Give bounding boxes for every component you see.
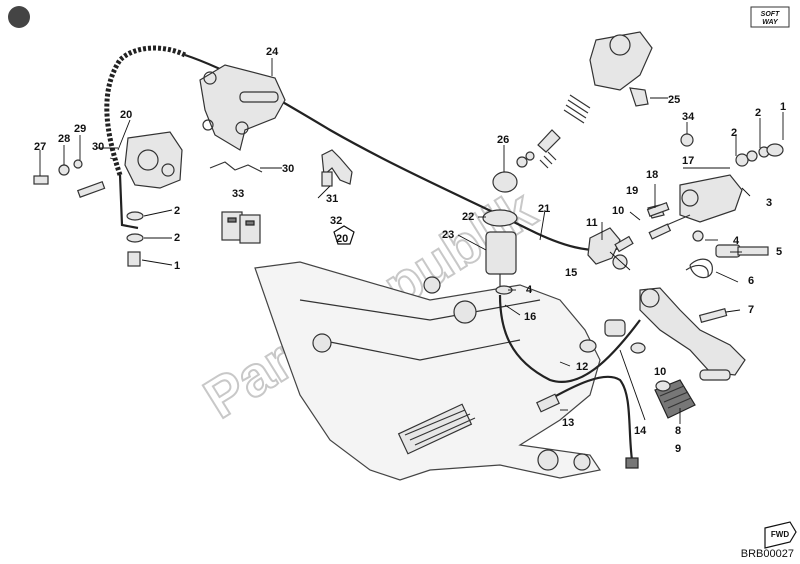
callout-28: 28: [58, 133, 70, 145]
brake-light-switch-wire: [544, 375, 634, 461]
callout-25: 25: [668, 94, 680, 106]
leader-lines: [39, 58, 784, 424]
callout-16: 16: [524, 311, 536, 323]
svg-text:SOFT: SOFT: [761, 11, 780, 18]
callout-34: 34: [682, 111, 695, 123]
switch-connector: [625, 457, 639, 469]
callout-26: 26: [497, 134, 509, 146]
callout-17: 17: [682, 155, 694, 167]
callout-24: 24: [266, 46, 279, 58]
callout-30-right: 30: [282, 163, 294, 175]
pad-spring: [209, 161, 263, 173]
rear-master-cylinder: [647, 133, 784, 242]
callout-11: 11: [586, 217, 598, 229]
callout-2-left-b: 2: [174, 232, 180, 244]
svg-text:WAY: WAY: [762, 19, 779, 26]
clevis-assembly: [587, 223, 672, 270]
callout-labels: 24 25 34 1 2 2 17 3 4 5 6 7 8 9 14 10 10…: [34, 46, 789, 539]
callout-5: 5: [776, 246, 782, 258]
callout-2-right-b: 2: [731, 127, 737, 139]
callout-27: 27: [34, 141, 46, 153]
callout-7: 7: [748, 304, 754, 316]
callout-10-upper: 10: [612, 205, 624, 217]
callout-1-left: 1: [174, 260, 180, 272]
kit-badge-pentagon: [333, 225, 355, 245]
callout-32: 32: [330, 215, 342, 227]
caliper-bracket: [199, 64, 286, 151]
fwd-direction-tag: [764, 521, 797, 549]
callout-12: 12: [576, 361, 588, 373]
brake-pedal: [579, 244, 769, 381]
callout-9: 9: [675, 443, 681, 455]
pedal-rubber-boot: [654, 379, 696, 419]
push-rod-assembly: [492, 129, 561, 193]
callout-1-right: 1: [780, 101, 786, 113]
callout-20-badge: 20: [336, 233, 348, 245]
callout-4-left: 4: [526, 284, 533, 296]
brake-light-switch: [536, 393, 560, 413]
callout-30-left: 30: [92, 141, 104, 153]
callout-29: 29: [74, 123, 86, 135]
callout-10-lower: 10: [654, 366, 666, 378]
brake-fluid-reservoir: [482, 209, 518, 295]
bolt-18: [646, 201, 670, 217]
callout-15: 15: [565, 267, 577, 279]
callout-4-right: 4: [733, 235, 740, 247]
callout-31: 31: [326, 193, 338, 205]
softway-logo: SOFT WAY: [750, 6, 790, 28]
brake-pads: [221, 211, 261, 244]
callout-3: 3: [766, 197, 772, 209]
callout-19: 19: [626, 185, 638, 197]
bleed-valve: [321, 149, 353, 187]
callout-8: 8: [675, 425, 681, 437]
callout-23: 23: [442, 229, 454, 241]
caliper-bolts: [33, 159, 144, 267]
callout-18: 18: [646, 169, 658, 181]
callout-14: 14: [634, 425, 647, 437]
callout-2-left-a: 2: [174, 205, 180, 217]
brake-hose-braided: [104, 45, 187, 176]
reservoir-hose: [498, 294, 641, 383]
caliper-line: [118, 174, 139, 230]
corner-dot-icon: [8, 6, 30, 28]
footrest-bracket: [254, 261, 601, 481]
callout-13: 13: [562, 417, 574, 429]
callout-21: 21: [538, 203, 550, 215]
reference-code: BRB00027: [740, 548, 794, 560]
rear-brake-caliper: [124, 131, 183, 189]
callout-22: 22: [462, 211, 474, 223]
callout-33: 33: [232, 188, 244, 200]
callout-6: 6: [748, 275, 754, 287]
callout-2-right-a: 2: [755, 107, 761, 119]
fwd-label: FWD: [771, 530, 789, 539]
callout-20: 20: [120, 109, 132, 121]
master-cylinder: [563, 31, 653, 124]
